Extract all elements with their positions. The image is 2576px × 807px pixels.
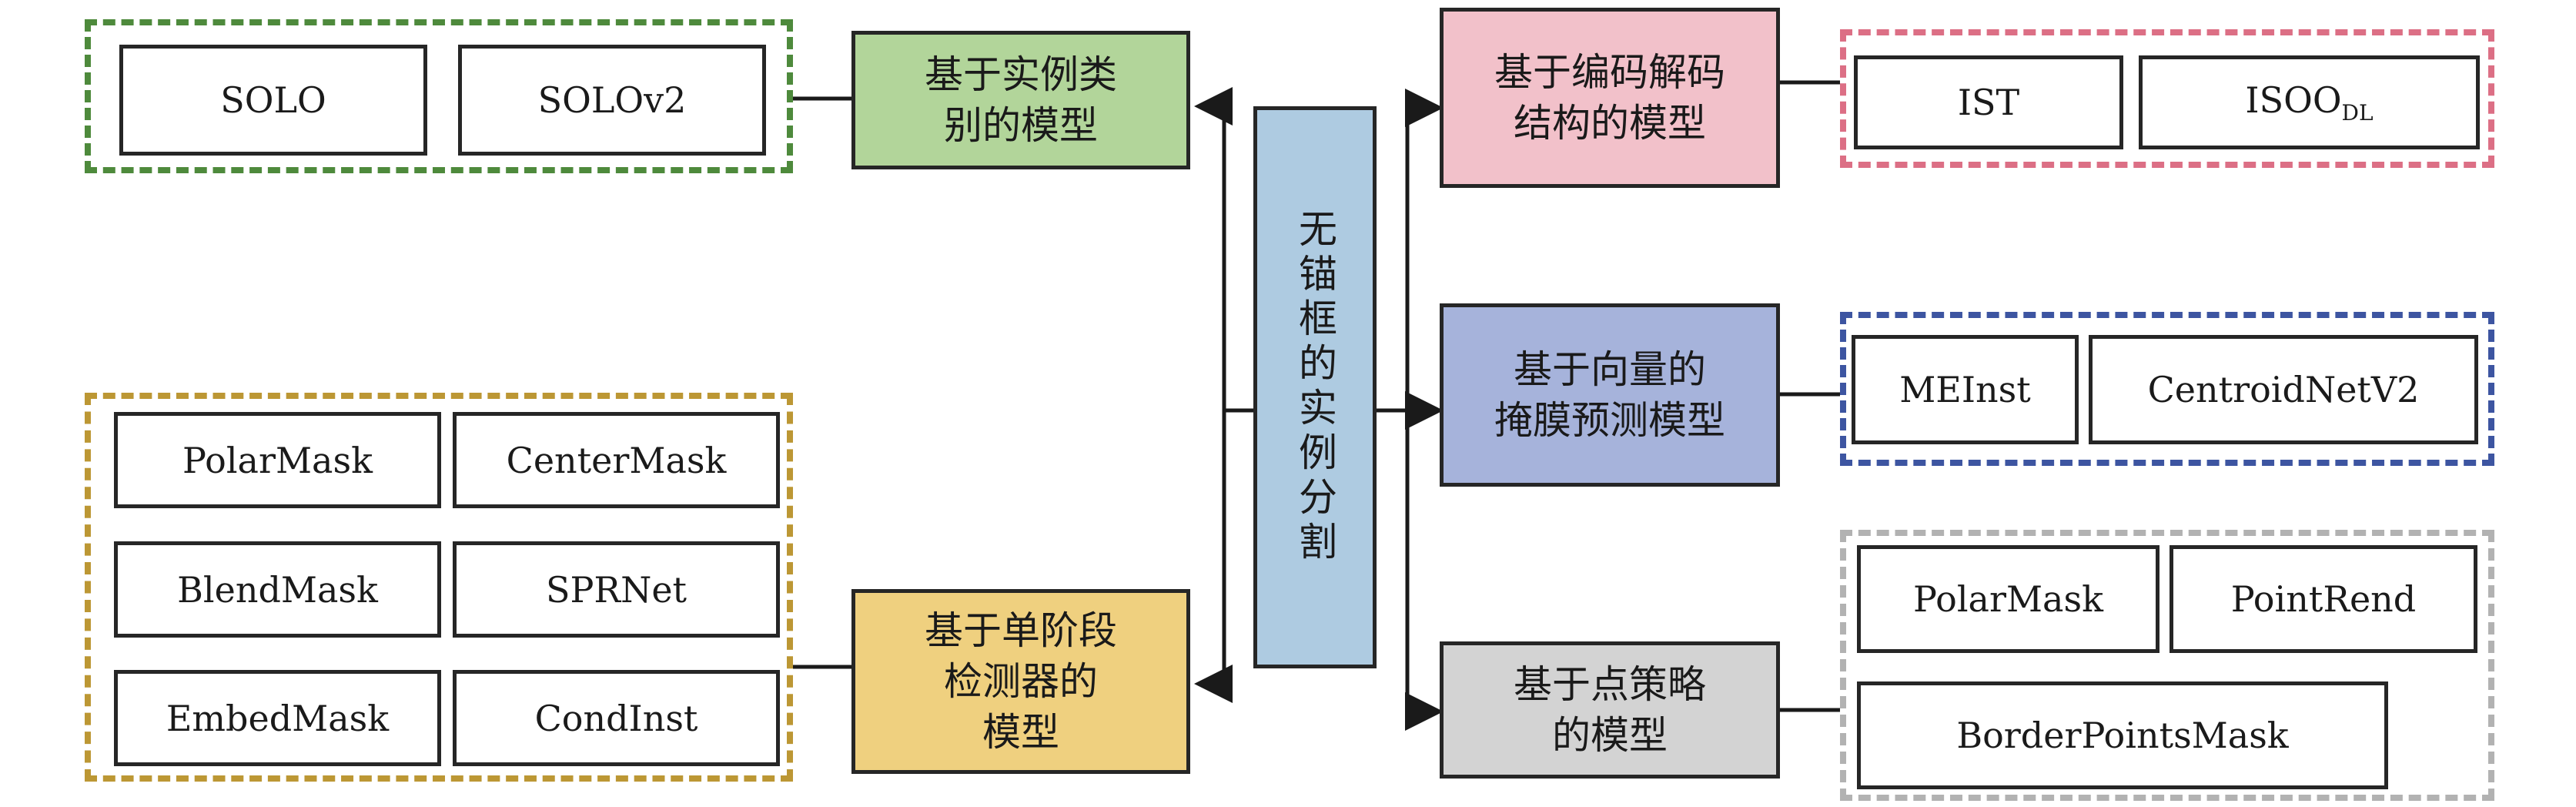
pink-group	[1840, 29, 2494, 168]
category-single-stage: 基于单阶段 检测器的 模型	[851, 589, 1190, 774]
single-stage-line2: 检测器的	[944, 659, 1098, 704]
model-condinst: CondInst	[453, 670, 780, 766]
isoo-label: ISOODL	[2245, 79, 2374, 126]
vector-mask-line1: 基于向量的	[1514, 347, 1706, 392]
isoo-subscript: DL	[2341, 100, 2374, 126]
model-polarmask: PolarMask	[114, 412, 441, 508]
model-solov2: SOLOv2	[458, 45, 766, 156]
model-embedmask: EmbedMask	[114, 670, 441, 766]
model-centermask: CenterMask	[453, 412, 780, 508]
category-category-class: 基于实例类 别的模型	[851, 31, 1190, 169]
encoder-decoder-line2: 结构的模型	[1514, 101, 1706, 146]
gray-group	[1840, 530, 2494, 801]
model-solo: SOLO	[119, 45, 427, 156]
point-strategy-line2: 的模型	[1552, 713, 1668, 758]
model-sprnet: SPRNet	[453, 541, 780, 638]
blue-group	[1840, 312, 2494, 466]
model-polarmask-point: PolarMask	[1857, 545, 2159, 653]
center-label: 无锚框的实例分割	[1293, 209, 1337, 566]
model-pointrend: PointRend	[2170, 545, 2477, 653]
model-blendmask: BlendMask	[114, 541, 441, 638]
encoder-decoder-line1: 基于编码解码	[1494, 50, 1725, 95]
model-isoo-dl: ISOODL	[2139, 55, 2480, 149]
category-encoder-decoder: 基于编码解码 结构的模型	[1440, 8, 1780, 188]
center-node: 无锚框的实例分割	[1253, 106, 1377, 668]
category-vector-mask: 基于向量的 掩膜预测模型	[1440, 303, 1780, 487]
single-stage-line1: 基于单阶段	[925, 608, 1117, 653]
ist-label: IST	[1957, 82, 2020, 123]
point-strategy-line1: 基于点策略	[1514, 662, 1706, 707]
green-group	[85, 19, 793, 173]
vector-mask-line2: 掩膜预测模型	[1494, 398, 1725, 443]
model-borderpointsmask: BorderPointsMask	[1857, 681, 2388, 789]
model-meinst: MEInst	[1852, 335, 2079, 444]
category-class-line1: 基于实例类	[925, 52, 1117, 97]
model-ist: IST	[1854, 55, 2123, 149]
yellow-group	[85, 393, 793, 782]
category-point-strategy: 基于点策略 的模型	[1440, 641, 1780, 779]
category-class-line2: 别的模型	[944, 103, 1098, 148]
model-centroidnetv2: CentroidNetV2	[2089, 335, 2478, 444]
single-stage-line3: 模型	[982, 710, 1059, 755]
